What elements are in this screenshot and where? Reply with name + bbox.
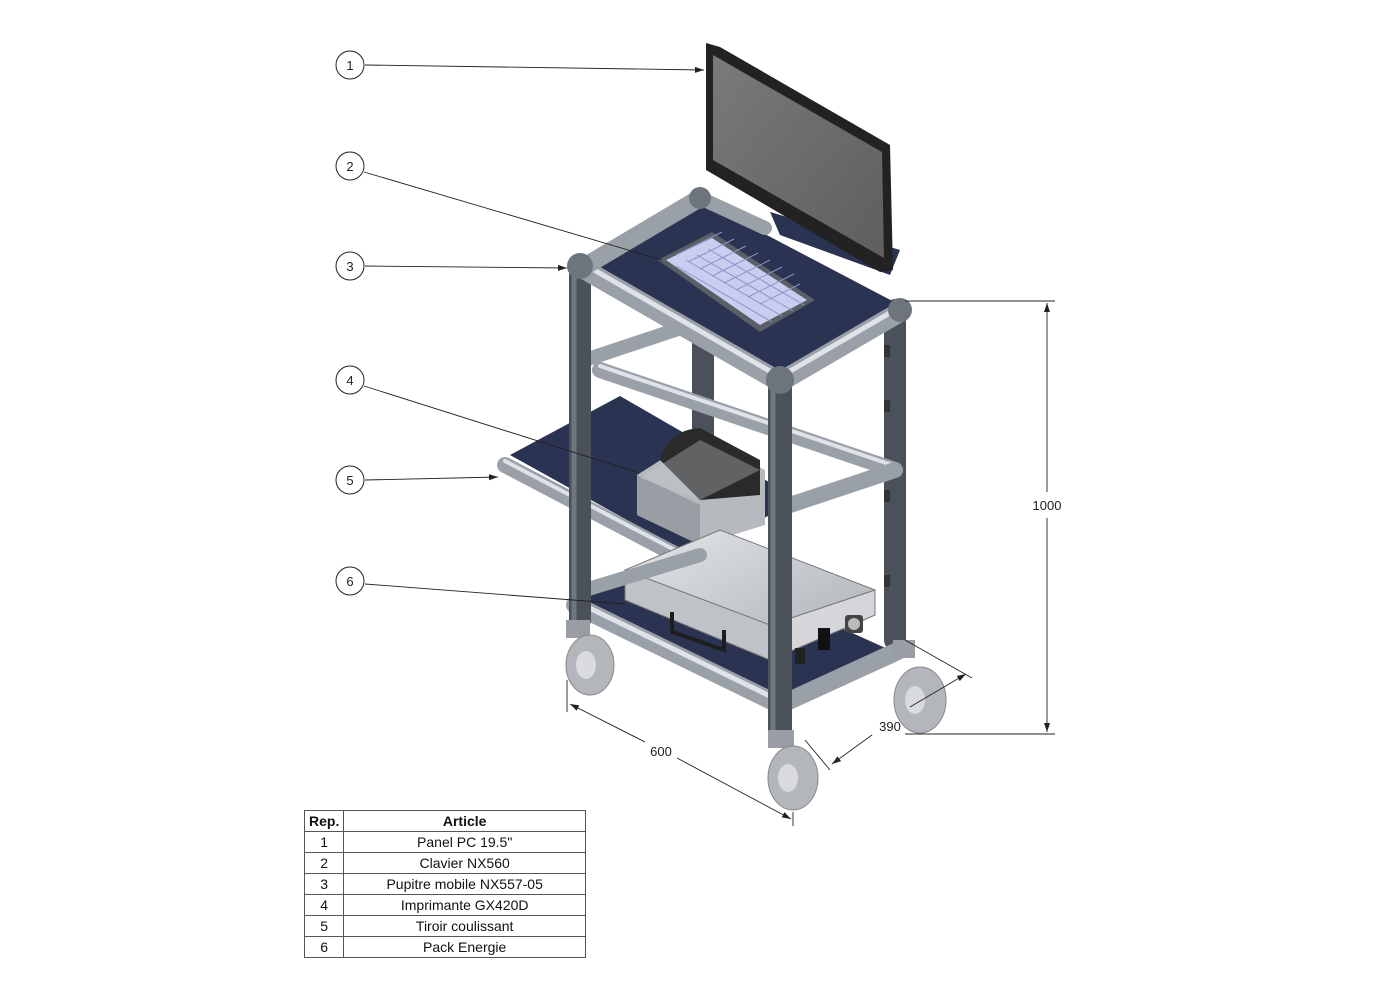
- row-article: Imprimante GX420D: [343, 894, 586, 916]
- row-article: Pupitre mobile NX557-05: [343, 873, 586, 895]
- depth-value: 390: [879, 719, 901, 734]
- row-article: Tiroir coulissant: [343, 915, 586, 937]
- table-header-row: Rep. Article: [303, 810, 586, 832]
- table-row: 3 Pupitre mobile NX557-05: [303, 873, 586, 895]
- callout-3: 3: [335, 251, 568, 281]
- callout-4: 4: [335, 365, 637, 473]
- callout-2: 2: [335, 151, 663, 261]
- row-rep: 4: [303, 894, 345, 916]
- casters: [565, 620, 947, 811]
- table-row: 6 Pack Energie: [303, 936, 586, 958]
- table-row: 1 Panel PC 19.5": [303, 831, 586, 853]
- callout-label: 2: [346, 159, 353, 174]
- header-rep: Rep.: [303, 810, 345, 832]
- dimension-height: 1000: [905, 300, 1062, 735]
- table-row: 5 Tiroir coulissant: [303, 915, 586, 937]
- row-rep: 2: [303, 852, 345, 874]
- callout-label: 4: [346, 373, 353, 388]
- panel-pc: [706, 43, 900, 275]
- monitor-screen: [713, 55, 884, 258]
- row-article: Pack Energie: [343, 936, 586, 958]
- callout-6: 6: [335, 566, 626, 605]
- post-clips: [884, 345, 890, 587]
- height-value: 1000: [1033, 498, 1062, 513]
- parts-list-table: Rep. Article 1 Panel PC 19.5" 2 Clavier …: [303, 810, 586, 958]
- callout-label: 5: [346, 473, 353, 488]
- header-article: Article: [343, 810, 586, 832]
- row-article: Panel PC 19.5": [343, 831, 586, 853]
- dimension-width: 600: [566, 680, 794, 826]
- callout-1: 1: [335, 50, 705, 80]
- caster-back-right: [893, 640, 947, 734]
- front-posts: [569, 264, 792, 742]
- table-row: 4 Imprimante GX420D: [303, 894, 586, 916]
- row-rep: 3: [303, 873, 345, 895]
- bottom-frame: [566, 548, 909, 714]
- caster-front-right: [767, 730, 819, 811]
- keyboard: [658, 231, 815, 332]
- callout-label: 3: [346, 259, 353, 274]
- row-rep: 1: [303, 831, 345, 853]
- dimension-depth: 390: [804, 639, 973, 771]
- callout-label: 6: [346, 574, 353, 589]
- table-row: 2 Clavier NX560: [303, 852, 586, 874]
- callout-label: 1: [346, 58, 353, 73]
- width-value: 600: [650, 744, 672, 759]
- caster-front-left: [565, 620, 615, 696]
- row-rep: 6: [303, 936, 345, 958]
- row-article: Clavier NX560: [343, 852, 586, 874]
- printer: [637, 428, 765, 545]
- row-rep: 5: [303, 915, 345, 937]
- callout-5: 5: [335, 465, 499, 495]
